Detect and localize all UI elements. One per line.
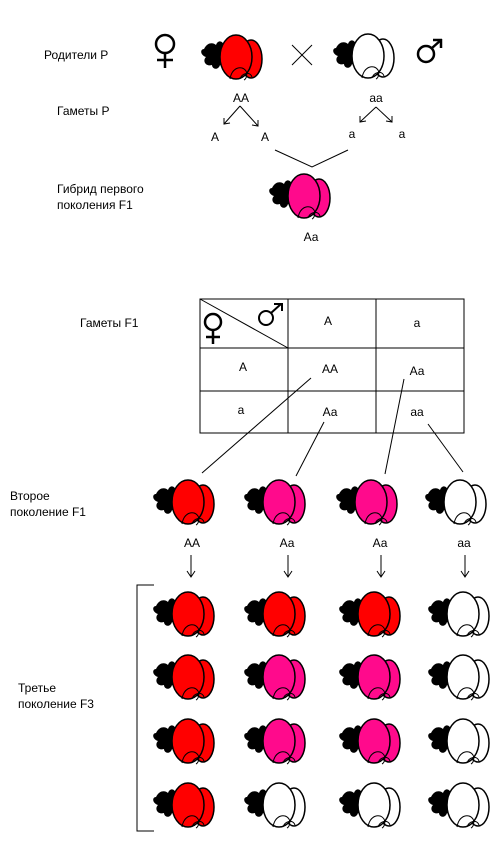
third-gen-flower-2-1 (152, 653, 222, 708)
second-gen-flower-1 (152, 478, 222, 533)
genotype-parent-male: аа (369, 91, 383, 105)
hybrid-f1-flower (268, 172, 338, 227)
second-gen-genotype-3: Аа (372, 536, 388, 550)
punnett-male-header-2: а (413, 316, 421, 330)
punnett-cell-Aa-2: Аа (322, 405, 338, 419)
label-third-line1: Третье (18, 681, 57, 695)
third-gen-flower-4-2 (243, 781, 313, 836)
label-third-line2: поколение F3 (18, 697, 94, 711)
third-gen-flower-2-4 (427, 653, 497, 708)
genotype-parent-female: АА (232, 91, 249, 105)
third-gen-flower-3-3 (338, 717, 408, 772)
second-gen-genotype-1: АА (183, 536, 200, 550)
genotype-hybrid: Аа (303, 230, 319, 244)
second-gen-flower-3 (335, 478, 405, 533)
punnett-female-header-1: А (238, 360, 247, 374)
female-symbol-icon (154, 33, 176, 68)
punnett-cell-AA: АА (321, 362, 338, 376)
second-gen-genotype-4: аа (457, 536, 471, 550)
third-gen-flower-1-4 (427, 590, 497, 645)
label-second-line1: Второе (10, 489, 50, 503)
label-gametes-p: Гаметы Р (57, 104, 110, 118)
third-gen-flower-4-1 (152, 781, 222, 836)
second-gen-flower-4 (424, 478, 494, 533)
second-gen-genotype-2: Аа (279, 536, 295, 550)
label-hybrid-f1-line2: поколения F1 (57, 198, 133, 212)
cross-icon (291, 44, 313, 66)
parent-female-flower (200, 33, 270, 88)
third-gen-flower-1-2 (243, 590, 313, 645)
third-gen-flower-4-4 (427, 781, 497, 836)
label-gametes-f1: Гаметы F1 (80, 316, 139, 330)
label-second-line2: поколение F1 (10, 505, 86, 519)
punnett-female-header-2: а (237, 403, 245, 417)
third-gen-flower-2-3 (338, 653, 408, 708)
third-gen-flower-1-3 (338, 590, 408, 645)
punnett-cell-aa: аа (410, 405, 424, 419)
gamete-male-2: а (398, 127, 406, 141)
third-gen-flower-3-2 (243, 717, 313, 772)
parent-male-flower (332, 32, 402, 87)
label-hybrid-f1-line1: Гибрид первого (57, 182, 144, 196)
third-gen-flower-1-1 (152, 590, 222, 645)
third-gen-flower-2-2 (243, 653, 313, 708)
punnett-male-header-1: А (323, 314, 332, 328)
third-gen-flower-4-3 (338, 781, 408, 836)
third-gen-flower-3-4 (427, 717, 497, 772)
third-gen-flower-3-1 (152, 717, 222, 772)
gamete-female-1: А (210, 130, 219, 144)
gamete-male-1: а (348, 127, 356, 141)
second-gen-flower-2 (243, 478, 313, 533)
label-parents: Родители Р (44, 48, 109, 62)
punnett-cell-Aa-1: Аа (409, 364, 425, 378)
gamete-female-2: А (260, 130, 269, 144)
male-symbol-icon (416, 38, 443, 64)
